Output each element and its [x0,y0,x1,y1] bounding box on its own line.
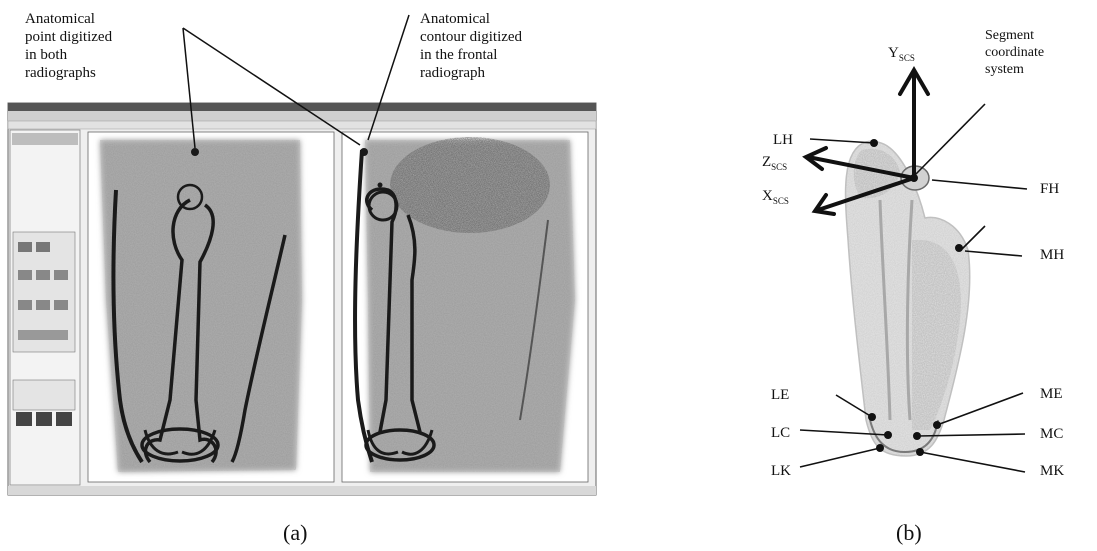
annotation-contour-digitized: Anatomical contour digitized in the fron… [420,10,522,82]
dot-lh [870,139,878,147]
dot-mh [955,244,963,252]
dot-mk [916,448,924,456]
landmark-label-mh: MH [1040,246,1064,264]
panel-label-b: (b) [896,520,922,546]
landmark-label-le: LE [771,386,789,404]
axis-label-x: XSCS [762,187,789,210]
dot-le [868,413,876,421]
annotation-point-digitized: Anatomical point digitized in both radio… [25,10,112,82]
dot-lk [876,444,884,452]
landmark-label-lh: LH [773,131,793,149]
dot-me [933,421,941,429]
axis-label-z: ZSCS [762,153,787,176]
axis-label-y: YSCS [888,44,915,67]
frontal-anatomical-point [360,148,368,156]
landmark-label-me: ME [1040,385,1063,403]
landmark-label-mc: MC [1040,425,1063,443]
landmark-label-lc: LC [771,424,790,442]
dot-lc [884,431,892,439]
lateral-anatomical-point [191,148,199,156]
menu-bar [8,111,596,121]
landmark-label-fh: FH [1040,180,1059,198]
landmark-label-lk: LK [771,462,791,480]
dot-mc [913,432,921,440]
landmark-label-mk: MK [1040,462,1064,480]
annotation-segment-cs: Segment coordinate system [985,27,1044,78]
view-button-1 [16,412,32,426]
toolbar [8,121,596,129]
side-control-panel [10,130,80,485]
lateral-radiograph [88,132,334,482]
dot-fh [910,174,918,182]
frontal-radiograph [342,132,588,482]
view-button-2 [36,412,52,426]
status-bar [8,486,596,495]
femur-model [846,141,970,456]
pelvis-texture [390,137,550,233]
view-button-3 [56,412,72,426]
panel-label-a: (a) [283,520,307,546]
